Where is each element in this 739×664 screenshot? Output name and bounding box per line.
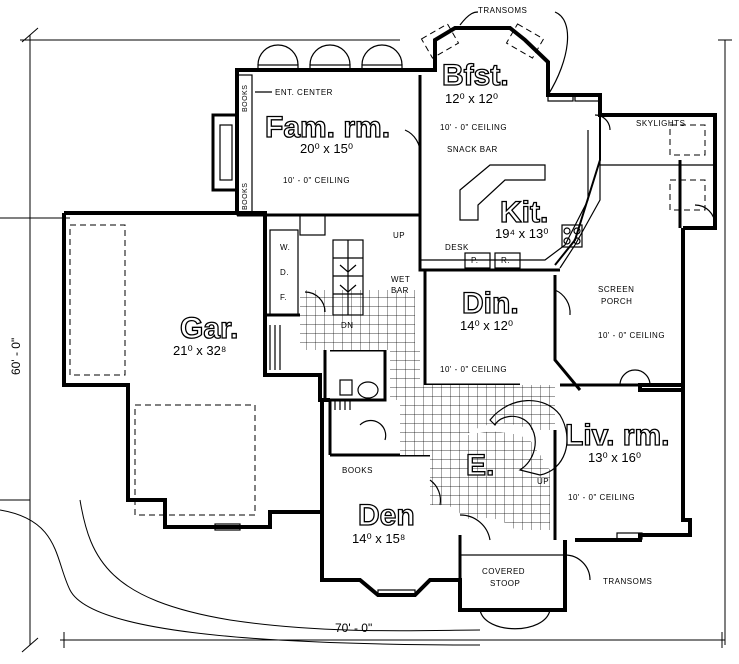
snack-bar-label: SNACK BAR [447, 145, 498, 154]
dryer-label: D. [280, 268, 289, 277]
dining-name: Din. [462, 287, 519, 320]
stoop-label-1: COVERED [482, 567, 525, 576]
depth-dimension: 60' - 0" [9, 338, 23, 375]
dining-size: 14⁰ x 12⁰ [460, 318, 513, 333]
entry-name: E. [466, 449, 494, 482]
skylights-label: SKYLIGHTS [636, 119, 685, 128]
powder-room [334, 379, 379, 410]
refrigerator-label: R. [501, 256, 510, 265]
breakfast-name: Bfst. [442, 59, 509, 92]
wet-bar-label-2: BAR [391, 286, 409, 295]
books-upper-label: BOOKS [242, 85, 249, 112]
transoms-bottom-label: TRANSOMS [603, 577, 652, 586]
breakfast-ceiling: 10' - 0" CEILING [440, 123, 507, 132]
kitchen-size: 19⁴ x 13⁰ [495, 226, 548, 241]
washer-label: W. [280, 243, 290, 252]
stoop-label-2: STOOP [490, 579, 520, 588]
entry-stair-up-label: UP [537, 477, 549, 486]
garage-bays [69, 224, 256, 516]
pantry-label: P. [471, 256, 479, 265]
desk-label: DESK [445, 243, 469, 252]
stoop [459, 554, 566, 611]
width-dimension: 70' - 0" [335, 621, 372, 635]
stair-up-label: UP [393, 231, 405, 240]
books-den-label: BOOKS [342, 466, 373, 475]
transoms-top-label: TRANSOMS [478, 6, 527, 15]
family-room-size: 20⁰ x 15⁰ [300, 141, 353, 156]
family-room-name: Fam. rm. [265, 111, 390, 144]
ent-center-label: ENT. CENTER [275, 88, 333, 97]
door-swings [304, 114, 716, 630]
windows [214, 23, 643, 597]
garage-size: 21⁰ x 32⁸ [173, 343, 226, 358]
kitchen-counters [420, 130, 601, 269]
garage-name: Gar. [180, 312, 238, 345]
living-room-size: 13⁰ x 16⁰ [588, 450, 641, 465]
breakfast-size: 12⁰ x 12⁰ [445, 91, 498, 106]
wet-bar-label-1: WET [391, 275, 410, 284]
dimension-lines [0, 27, 732, 653]
porch-label-1: SCREEN [598, 285, 634, 294]
tile-floors [300, 290, 555, 530]
stair-down-label: DN [341, 321, 354, 330]
fireplace [211, 74, 253, 216]
dining-ceiling: 10' - 0" CEILING [440, 365, 507, 374]
family-room-ceiling: 10' - 0" CEILING [283, 176, 350, 185]
den-size: 14⁰ x 15⁸ [352, 531, 405, 546]
freezer-label: F. [280, 293, 287, 302]
living-room-name: Liv. rm. [565, 419, 669, 452]
skylights [600, 124, 715, 211]
living-room-ceiling: 10' - 0" CEILING [568, 493, 635, 502]
stairs [332, 239, 568, 476]
porch-ceiling: 10' - 0" CEILING [598, 331, 665, 340]
books-lower-label: BOOKS [242, 183, 249, 210]
laundry [269, 214, 326, 370]
den-name: Den [358, 499, 415, 532]
porch-label-2: PORCH [601, 297, 632, 306]
kitchen-name: Kit. [500, 196, 548, 229]
